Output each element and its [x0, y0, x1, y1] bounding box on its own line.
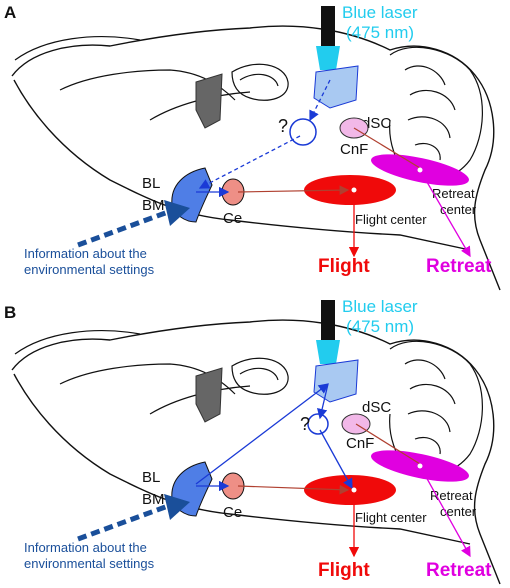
dsc-label: dSC — [362, 399, 391, 416]
bm-label: BM — [142, 197, 165, 214]
amygdala-to-dsc-path — [195, 383, 330, 485]
bm-label: BM — [142, 491, 165, 508]
info-label-line2: environmental settings — [24, 262, 155, 277]
panel-letter: B — [4, 303, 16, 322]
ventricle — [195, 73, 223, 129]
bl-label: BL — [142, 175, 160, 192]
flight-center-region — [304, 475, 396, 505]
cnf-label: CnF — [340, 141, 368, 158]
panel-b: Blue laser (475 nm) dSC CnF ? BL BM Ce F… — [0, 294, 510, 588]
cnf-to-retreat-path — [353, 127, 421, 169]
laser-label-line1: Blue laser — [342, 3, 418, 22]
bl-label: BL — [142, 469, 160, 486]
relay-to-flight-path — [319, 429, 353, 490]
node-dot — [417, 167, 423, 173]
retreat-center-label-line1: Retreat — [432, 186, 475, 201]
ce-to-flight-path — [237, 484, 350, 495]
dsc-region — [313, 65, 359, 109]
flight-center-region — [304, 175, 396, 205]
retreat-center-label-line2: center — [440, 202, 477, 217]
laser-beam — [316, 340, 340, 364]
dsc-region — [313, 359, 359, 403]
laser-label-line1: Blue laser — [342, 297, 418, 316]
panel-a-diagram: Blue laser (475 nm) dSC CnF ? BL BM Ce F… — [4, 3, 501, 291]
node-dot — [351, 487, 357, 493]
retreat-center-label-line1: Retreat — [430, 488, 473, 503]
dsc-label: dSC — [362, 115, 391, 132]
question-mark: ? — [278, 116, 288, 136]
retreat-output-arrow — [419, 169, 471, 258]
laser-label-line2: (475 nm) — [346, 317, 414, 336]
laser-fiber — [321, 6, 335, 46]
retreat-center-label-line2: center — [440, 504, 477, 519]
retreat-output-label: Retreat — [426, 560, 492, 581]
hippocampus — [231, 357, 289, 395]
laser-label-line2: (475 nm) — [346, 23, 414, 42]
panel-letter: A — [4, 3, 16, 22]
unknown-relay-circle — [307, 413, 329, 435]
laser-beam — [316, 46, 340, 70]
flight-center-label: Flight center — [355, 212, 427, 227]
question-mark: ? — [300, 414, 310, 434]
ce-to-flight-path — [237, 185, 350, 195]
panel-a: Blue laser (475 nm) dSC CnF ? BL BM Ce F… — [4, 3, 501, 291]
node-dot — [417, 463, 423, 469]
retreat-output-label: Retreat — [426, 256, 492, 277]
laser-fiber — [321, 300, 335, 340]
info-label-line1: Information about the — [24, 246, 147, 261]
ce-label: Ce — [223, 210, 242, 227]
info-label-line2: environmental settings — [24, 556, 155, 571]
relay-to-amygdala-path — [198, 135, 301, 189]
flight-output-label: Flight — [318, 256, 370, 277]
info-arrowhead — [164, 200, 190, 226]
cnf-label: CnF — [346, 435, 374, 452]
node-dot — [351, 187, 357, 193]
flight-center-label: Flight center — [355, 510, 427, 525]
info-input-arrow — [77, 503, 169, 542]
ce-label: Ce — [223, 504, 242, 521]
info-input-arrow — [77, 209, 169, 248]
info-arrowhead — [164, 494, 190, 520]
hippocampus — [231, 63, 289, 101]
panel-b-diagram: Blue laser (475 nm) dSC CnF ? BL BM Ce F… — [4, 297, 501, 585]
flight-output-label: Flight — [318, 560, 370, 581]
ventricle — [195, 367, 223, 423]
laser-to-dsc-path — [309, 79, 331, 122]
info-label-line1: Information about the — [24, 540, 147, 555]
cnf-to-retreat-path — [355, 423, 421, 465]
unknown-relay-circle — [289, 118, 317, 146]
retreat-output-arrow — [419, 465, 471, 558]
